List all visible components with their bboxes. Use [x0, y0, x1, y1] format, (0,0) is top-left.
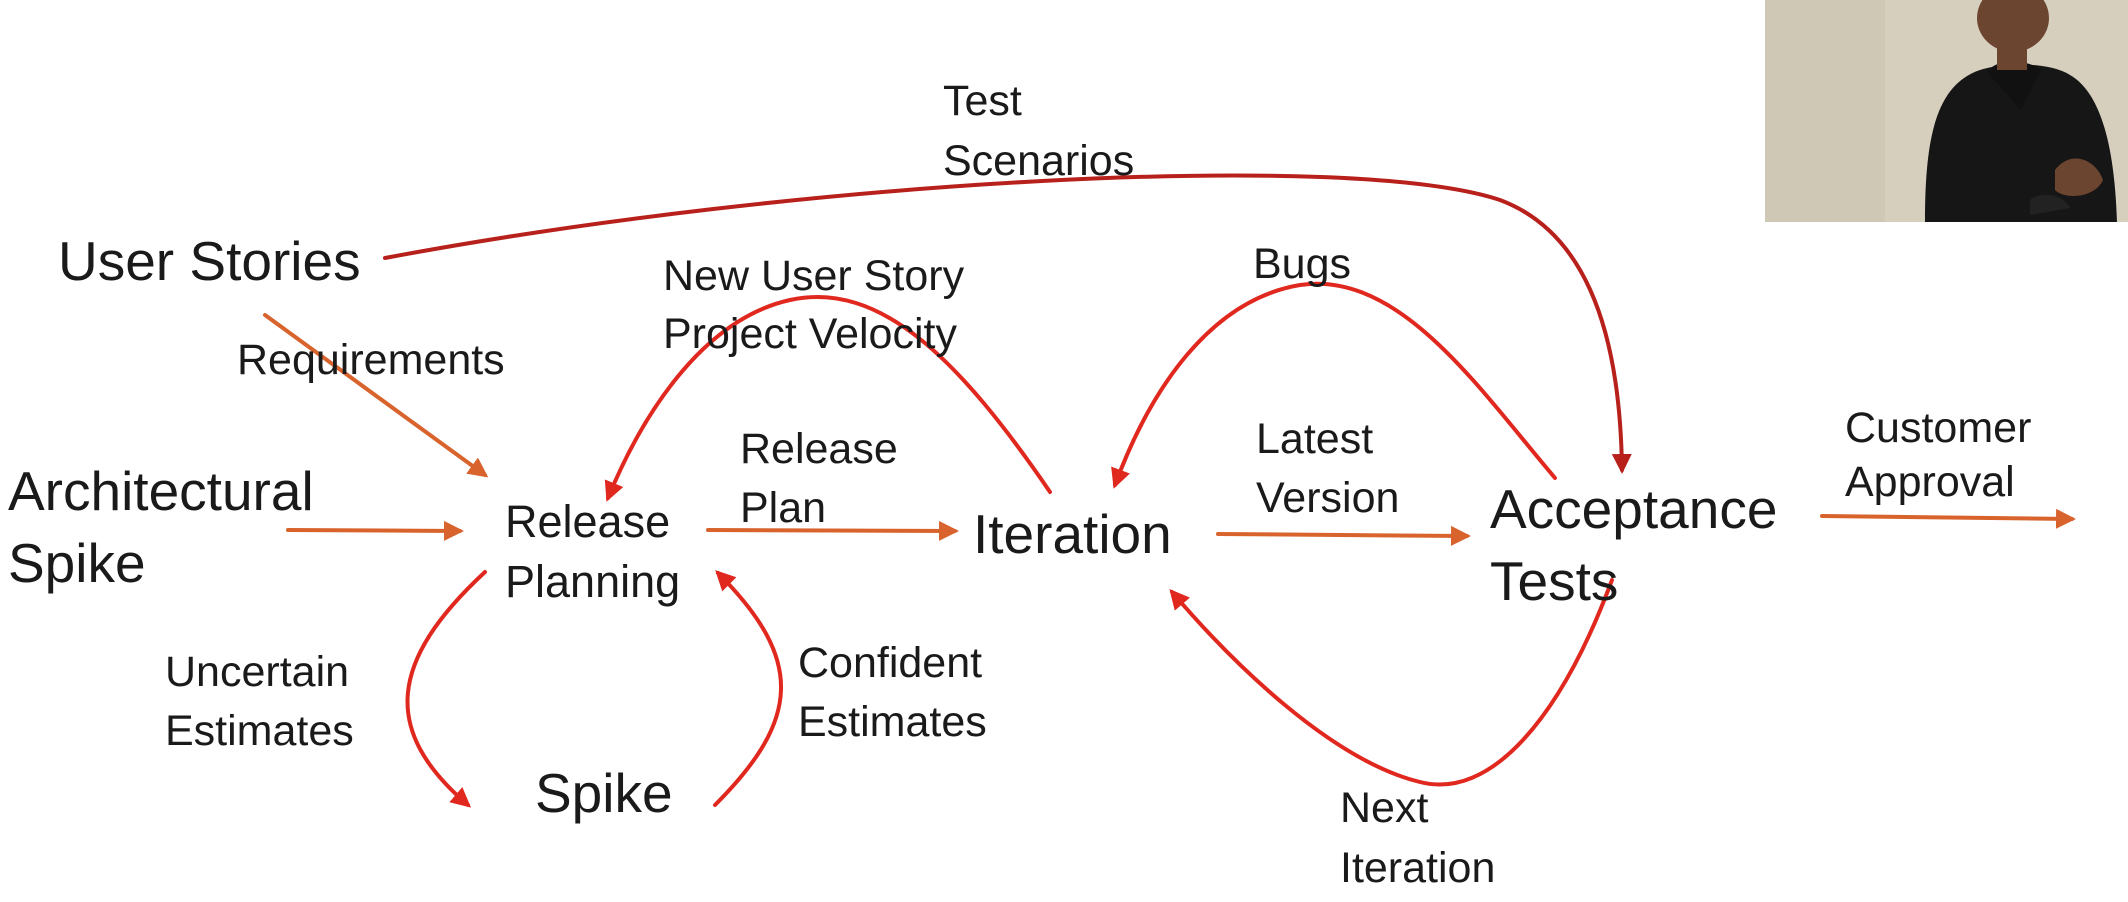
release-planning-line-2: Planning: [505, 556, 680, 607]
label-confident-estimates: Confident Estimates: [798, 639, 994, 746]
arrow-requirements: [263, 313, 489, 478]
label-release-plan: Release Plan: [740, 425, 910, 532]
node-user-stories: User Stories: [58, 230, 361, 292]
node-iteration: Iteration: [973, 503, 1172, 565]
new-user-story-line-1: New User Story: [663, 252, 965, 300]
node-acceptance-tests: Acceptance Tests: [1490, 478, 1793, 612]
test-scenarios-line-1: Test: [943, 77, 1022, 125]
label-bugs: Bugs: [1253, 240, 1351, 288]
release-plan-line-2: Plan: [740, 484, 826, 532]
release-planning-line-1: Release: [505, 496, 670, 547]
customer-approval-line-2: Approval: [1845, 458, 2015, 506]
uncertain-estimates-line-2: Estimates: [165, 707, 354, 755]
arrow-bugs: [1111, 281, 1557, 489]
label-requirements: Requirements: [237, 336, 505, 384]
node-architectural-spike: Architectural Spike: [8, 460, 329, 594]
arrow-uncertain-estimates: [405, 570, 487, 808]
arrow-release-plan: [706, 520, 959, 541]
confident-estimates-line-1: Confident: [798, 639, 982, 687]
release-plan-line-1: Release: [740, 425, 898, 473]
node-release-planning: Release Planning: [505, 496, 683, 607]
uncertain-estimates-line-1: Uncertain: [165, 648, 349, 696]
latest-version-line-1: Latest: [1256, 415, 1373, 463]
latest-version-line-2: Version: [1256, 474, 1399, 522]
label-latest-version: Latest Version: [1256, 415, 1399, 522]
acceptance-line-1: Acceptance: [1490, 478, 1777, 540]
architectural-line-2: Spike: [8, 532, 146, 594]
architectural-line-1: Architectural: [8, 460, 314, 522]
arrow-new-user-story: [604, 294, 1052, 502]
next-iteration-line-2: Iteration: [1340, 844, 1495, 892]
new-user-story-line-2: Project Velocity: [663, 310, 957, 358]
customer-approval-line-1: Customer: [1845, 404, 2031, 452]
test-scenarios-line-2: Scenarios: [943, 137, 1134, 185]
acceptance-line-2: Tests: [1490, 550, 1618, 612]
next-iteration-line-1: Next: [1340, 784, 1428, 832]
label-uncertain-estimates: Uncertain Estimates: [165, 648, 361, 755]
label-test-scenarios: Test Scenarios: [943, 77, 1134, 185]
arrow-architectural-to-release: [286, 520, 464, 541]
label-new-user-story: New User Story Project Velocity: [663, 252, 976, 358]
presenter-illustration: [1765, 0, 2128, 222]
label-next-iteration: Next Iteration: [1340, 784, 1495, 892]
presenter-video-thumbnail: [1765, 0, 2128, 222]
arrow-customer-approval: [1820, 508, 2076, 529]
arrow-next-iteration: [1169, 578, 1614, 787]
arrow-confident-estimates: [713, 570, 783, 807]
confident-estimates-line-2: Estimates: [798, 698, 987, 746]
arrow-latest-version: [1216, 525, 1471, 546]
arrow-test-scenarios: [383, 173, 1632, 474]
node-spike: Spike: [535, 762, 673, 824]
label-customer-approval: Customer Approval: [1845, 404, 2043, 506]
